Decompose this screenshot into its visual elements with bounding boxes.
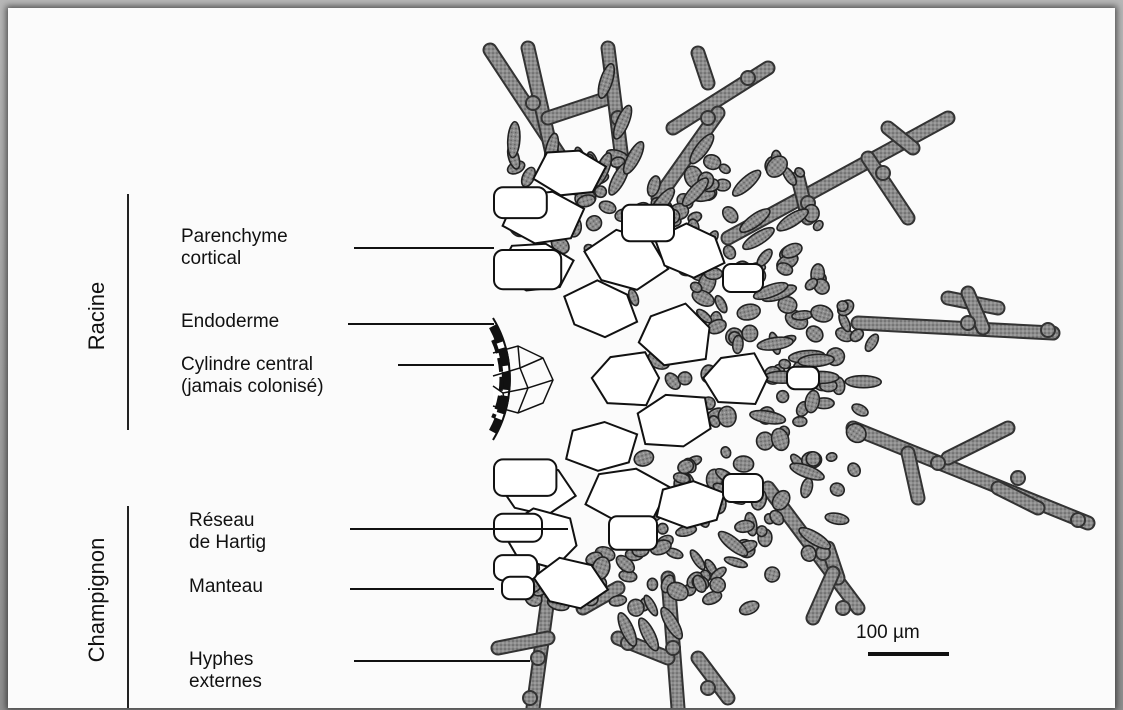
scale-bar-label: 100 µm bbox=[856, 622, 920, 643]
endoderme-label: Endoderme bbox=[181, 311, 279, 332]
champignon-label: Champignon bbox=[84, 538, 109, 663]
hyphes-label-line2: externes bbox=[189, 671, 262, 692]
manteau-label: Manteau bbox=[189, 576, 263, 597]
hartig-label-line2: de Hartig bbox=[189, 532, 266, 553]
hartig-label-line1: Réseau bbox=[189, 510, 255, 531]
central-cylinder bbox=[493, 318, 553, 440]
mycorrhiza-diagram: Racine Champignon Parenchyme cortical En… bbox=[8, 8, 1115, 708]
cylindre-label-line1: Cylindre central bbox=[181, 354, 313, 375]
parenchyme-label-line1: Parenchyme bbox=[181, 226, 288, 247]
cylindre-label-line2: (jamais colonisé) bbox=[181, 376, 324, 397]
parenchyme-label-line2: cortical bbox=[181, 248, 241, 269]
racine-label: Racine bbox=[84, 282, 109, 350]
hyphes-label-line1: Hyphes bbox=[189, 649, 253, 670]
diagram-paper: Racine Champignon Parenchyme cortical En… bbox=[8, 8, 1115, 708]
